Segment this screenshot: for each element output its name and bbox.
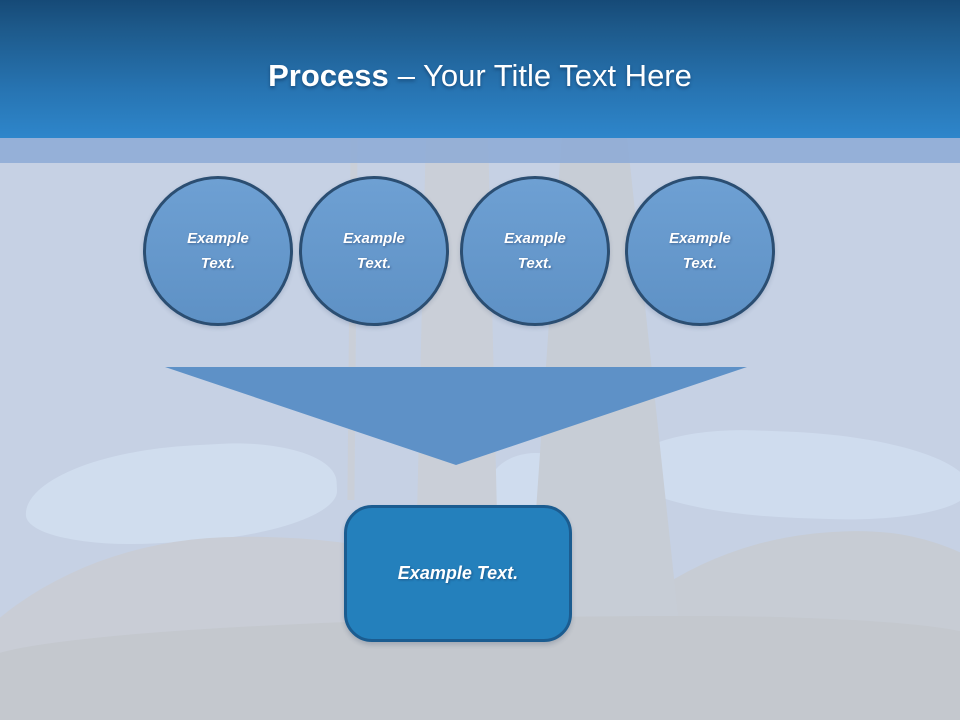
process-circle-2: Example Text. <box>299 176 449 326</box>
process-circle-3: Example Text. <box>460 176 610 326</box>
header-banner: Process– Your Title Text Here <box>0 0 960 138</box>
process-circle-1-label: Example Text. <box>187 230 249 272</box>
slide-title-emphasis: Process <box>268 57 389 93</box>
slide-title: Process– Your Title Text Here <box>268 57 692 93</box>
sky-patch-left <box>22 437 340 551</box>
process-circle-3-label: Example Text. <box>504 230 566 272</box>
process-circle-4: Example Text. <box>625 176 775 326</box>
process-circle-1: Example Text. <box>143 176 293 326</box>
result-box: Example Text. <box>344 505 572 642</box>
process-circle-4-label: Example Text. <box>669 230 731 272</box>
sky-patch-right <box>626 426 960 524</box>
divider-band <box>0 138 960 163</box>
result-box-label: Example Text. <box>397 563 519 583</box>
process-circle-2-label: Example Text. <box>343 230 405 272</box>
slide-title-rest: – Your Title Text Here <box>397 57 692 93</box>
